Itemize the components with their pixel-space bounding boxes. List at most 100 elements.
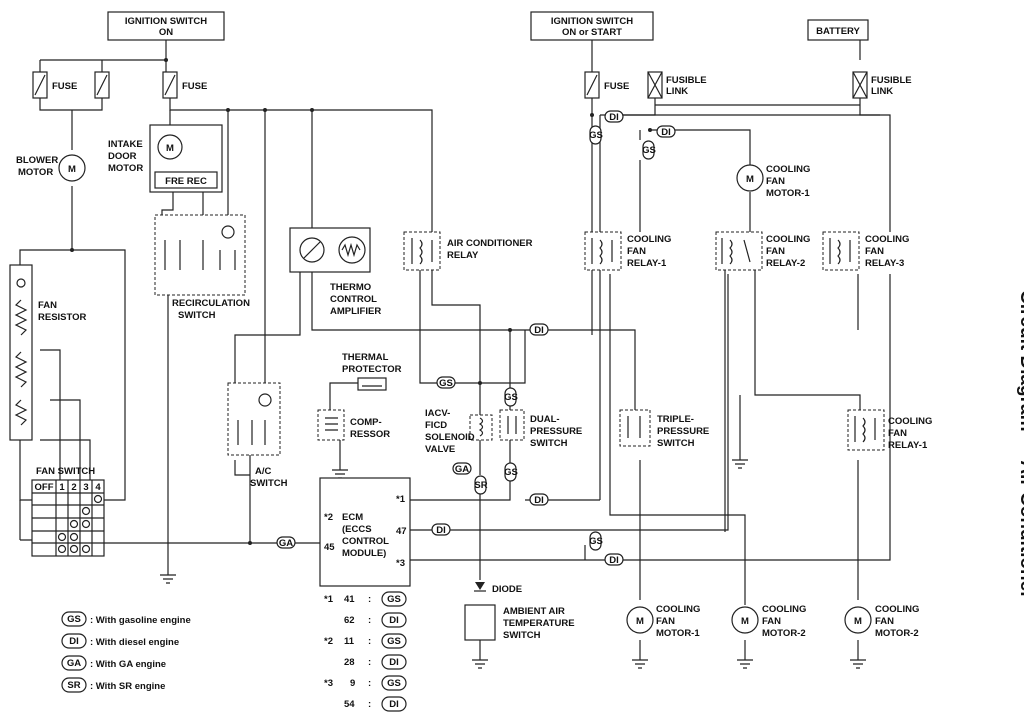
svg-text:DI: DI: [389, 699, 399, 710]
svg-text:SOLENOID: SOLENOID: [425, 432, 475, 443]
cooling-fan-relay-2: COOLING FAN RELAY-2: [715, 231, 810, 271]
svg-text:GS: GS: [387, 594, 401, 605]
svg-text:COOLING: COOLING: [888, 416, 932, 427]
air-conditioner-relay: AIR CONDITIONER RELAY: [403, 231, 533, 271]
fuse-main: FUSE: [162, 71, 207, 99]
fuse-ign-start: FUSE: [584, 71, 629, 99]
svg-text:FAN: FAN: [656, 616, 675, 627]
svg-text:DI: DI: [661, 127, 671, 138]
tag-di: DI: [604, 553, 624, 566]
svg-text:1: 1: [59, 482, 65, 493]
svg-text:DI: DI: [69, 636, 79, 647]
svg-text:AMBIENT AIR: AMBIENT AIR: [503, 606, 565, 617]
svg-text:DIODE: DIODE: [492, 584, 522, 595]
cooling-fan-motor-2-right: M COOLING FAN MOTOR-2: [844, 604, 919, 639]
svg-text:THERMO: THERMO: [330, 282, 371, 293]
svg-text:FAN: FAN: [627, 246, 646, 257]
svg-text::: :: [368, 636, 371, 647]
svg-text:M: M: [746, 174, 754, 185]
legend-item: SR : With SR engine: [61, 677, 165, 693]
thermal-protector: THERMAL PROTECTOR: [342, 352, 402, 391]
svg-text::: :: [368, 699, 371, 710]
svg-text:M: M: [636, 616, 644, 627]
svg-text:FAN: FAN: [875, 616, 894, 627]
svg-text:MOTOR-1: MOTOR-1: [656, 628, 700, 639]
blower-motor: M BLOWER MOTOR: [16, 154, 86, 182]
tag-gs: GS: [436, 376, 456, 389]
svg-text:: With diesel engine: : With diesel engine: [90, 637, 179, 648]
svg-text:FAN: FAN: [762, 616, 781, 627]
svg-text:LINK: LINK: [666, 86, 688, 97]
svg-text:SWITCH: SWITCH: [657, 438, 695, 449]
svg-text:GS: GS: [439, 378, 453, 389]
svg-text:9: 9: [350, 678, 355, 689]
svg-text:IACV-: IACV-: [425, 408, 450, 419]
svg-text::: :: [368, 594, 371, 605]
svg-text:M: M: [854, 616, 862, 627]
pin-row: *1 41 : GS: [324, 591, 407, 607]
svg-text:FICD: FICD: [425, 420, 447, 431]
cooling-fan-motor-1-top: M COOLING FAN MOTOR-1: [736, 164, 810, 199]
svg-text:GA: GA: [279, 538, 293, 549]
svg-text:DOOR: DOOR: [108, 151, 137, 162]
svg-text:RELAY-1: RELAY-1: [627, 258, 667, 269]
svg-text:2: 2: [71, 482, 76, 493]
wires: [19, 38, 891, 669]
svg-text:FUSIBLE: FUSIBLE: [871, 75, 912, 86]
battery-box: BATTERY: [807, 19, 869, 41]
tag-di: DI: [431, 523, 451, 536]
cooling-fan-relay-1-top: COOLING FAN RELAY-1: [584, 231, 671, 271]
svg-text:DI: DI: [609, 555, 619, 566]
svg-text:: With GA engine: : With GA engine: [90, 659, 166, 670]
svg-text:FAN SWITCH: FAN SWITCH: [36, 466, 95, 477]
svg-text:MOTOR: MOTOR: [18, 167, 53, 178]
svg-text:SR: SR: [474, 480, 487, 491]
wire-tags: GS DI GS GS GA SR DI DI GA GS DI GS DI D…: [276, 110, 676, 566]
svg-text:FAN: FAN: [766, 176, 785, 187]
legend: GS : With gasoline engine DI : With dies…: [61, 611, 191, 693]
svg-text:COMP-: COMP-: [350, 417, 382, 428]
svg-text:FUSE: FUSE: [182, 81, 207, 92]
compressor: COMP- RESSOR: [317, 409, 390, 441]
svg-text:INTAKE: INTAKE: [108, 139, 143, 150]
tag-di: DI: [529, 493, 549, 506]
iacv-solenoid-valve: IACV- FICD SOLENOID VALVE: [425, 408, 493, 455]
thermo-control-amplifier: THERMO CONTROL AMPLIFIER: [289, 227, 381, 317]
recirculation-switch: RECIRCULATION SWITCH: [154, 214, 250, 321]
svg-text:M: M: [741, 616, 749, 627]
tag-gs: GS: [504, 462, 518, 482]
svg-text:DI: DI: [534, 325, 544, 336]
svg-text::: :: [368, 678, 371, 689]
ambient-air-temperature-switch: AMBIENT AIR TEMPERATURE SWITCH: [464, 604, 575, 641]
svg-text:GS: GS: [387, 678, 401, 689]
svg-text:SWITCH: SWITCH: [178, 310, 216, 321]
svg-text:54: 54: [344, 699, 355, 710]
svg-text:COOLING: COOLING: [656, 604, 700, 615]
legend-item: DI : With diesel engine: [61, 633, 179, 649]
svg-text:DI: DI: [389, 657, 399, 668]
svg-text:IGNITION SWITCH: IGNITION SWITCH: [125, 16, 207, 27]
svg-text:AMPLIFIER: AMPLIFIER: [330, 306, 381, 317]
svg-text:GS: GS: [642, 145, 656, 156]
svg-text:*3: *3: [396, 558, 405, 569]
svg-text:45: 45: [324, 542, 335, 553]
svg-text::: :: [368, 657, 371, 668]
legend-item: GS : With gasoline engine: [61, 611, 191, 627]
svg-text:*2: *2: [324, 636, 333, 647]
svg-text:RELAY-2: RELAY-2: [766, 258, 805, 269]
pin-row: 62 : DI: [344, 612, 407, 628]
svg-text:BATTERY: BATTERY: [816, 26, 860, 37]
svg-text:VALVE: VALVE: [425, 444, 455, 455]
fuse-blower-left: FUSE: [32, 71, 77, 99]
svg-text:*1: *1: [396, 494, 406, 505]
svg-text:FUSIBLE: FUSIBLE: [666, 75, 707, 86]
tag-di: DI: [529, 323, 549, 336]
svg-text:41: 41: [344, 594, 355, 605]
svg-text:SWITCH: SWITCH: [530, 438, 568, 449]
fan-resistor: FAN RESISTOR: [9, 264, 87, 441]
svg-text:FAN: FAN: [766, 246, 785, 257]
legend-item: GA : With GA engine: [61, 655, 166, 671]
pin-row: 28 : DI: [344, 654, 407, 670]
page-title: Circuit Diagram — Air Conditioner: [1016, 290, 1024, 599]
diode: DIODE: [474, 582, 522, 595]
